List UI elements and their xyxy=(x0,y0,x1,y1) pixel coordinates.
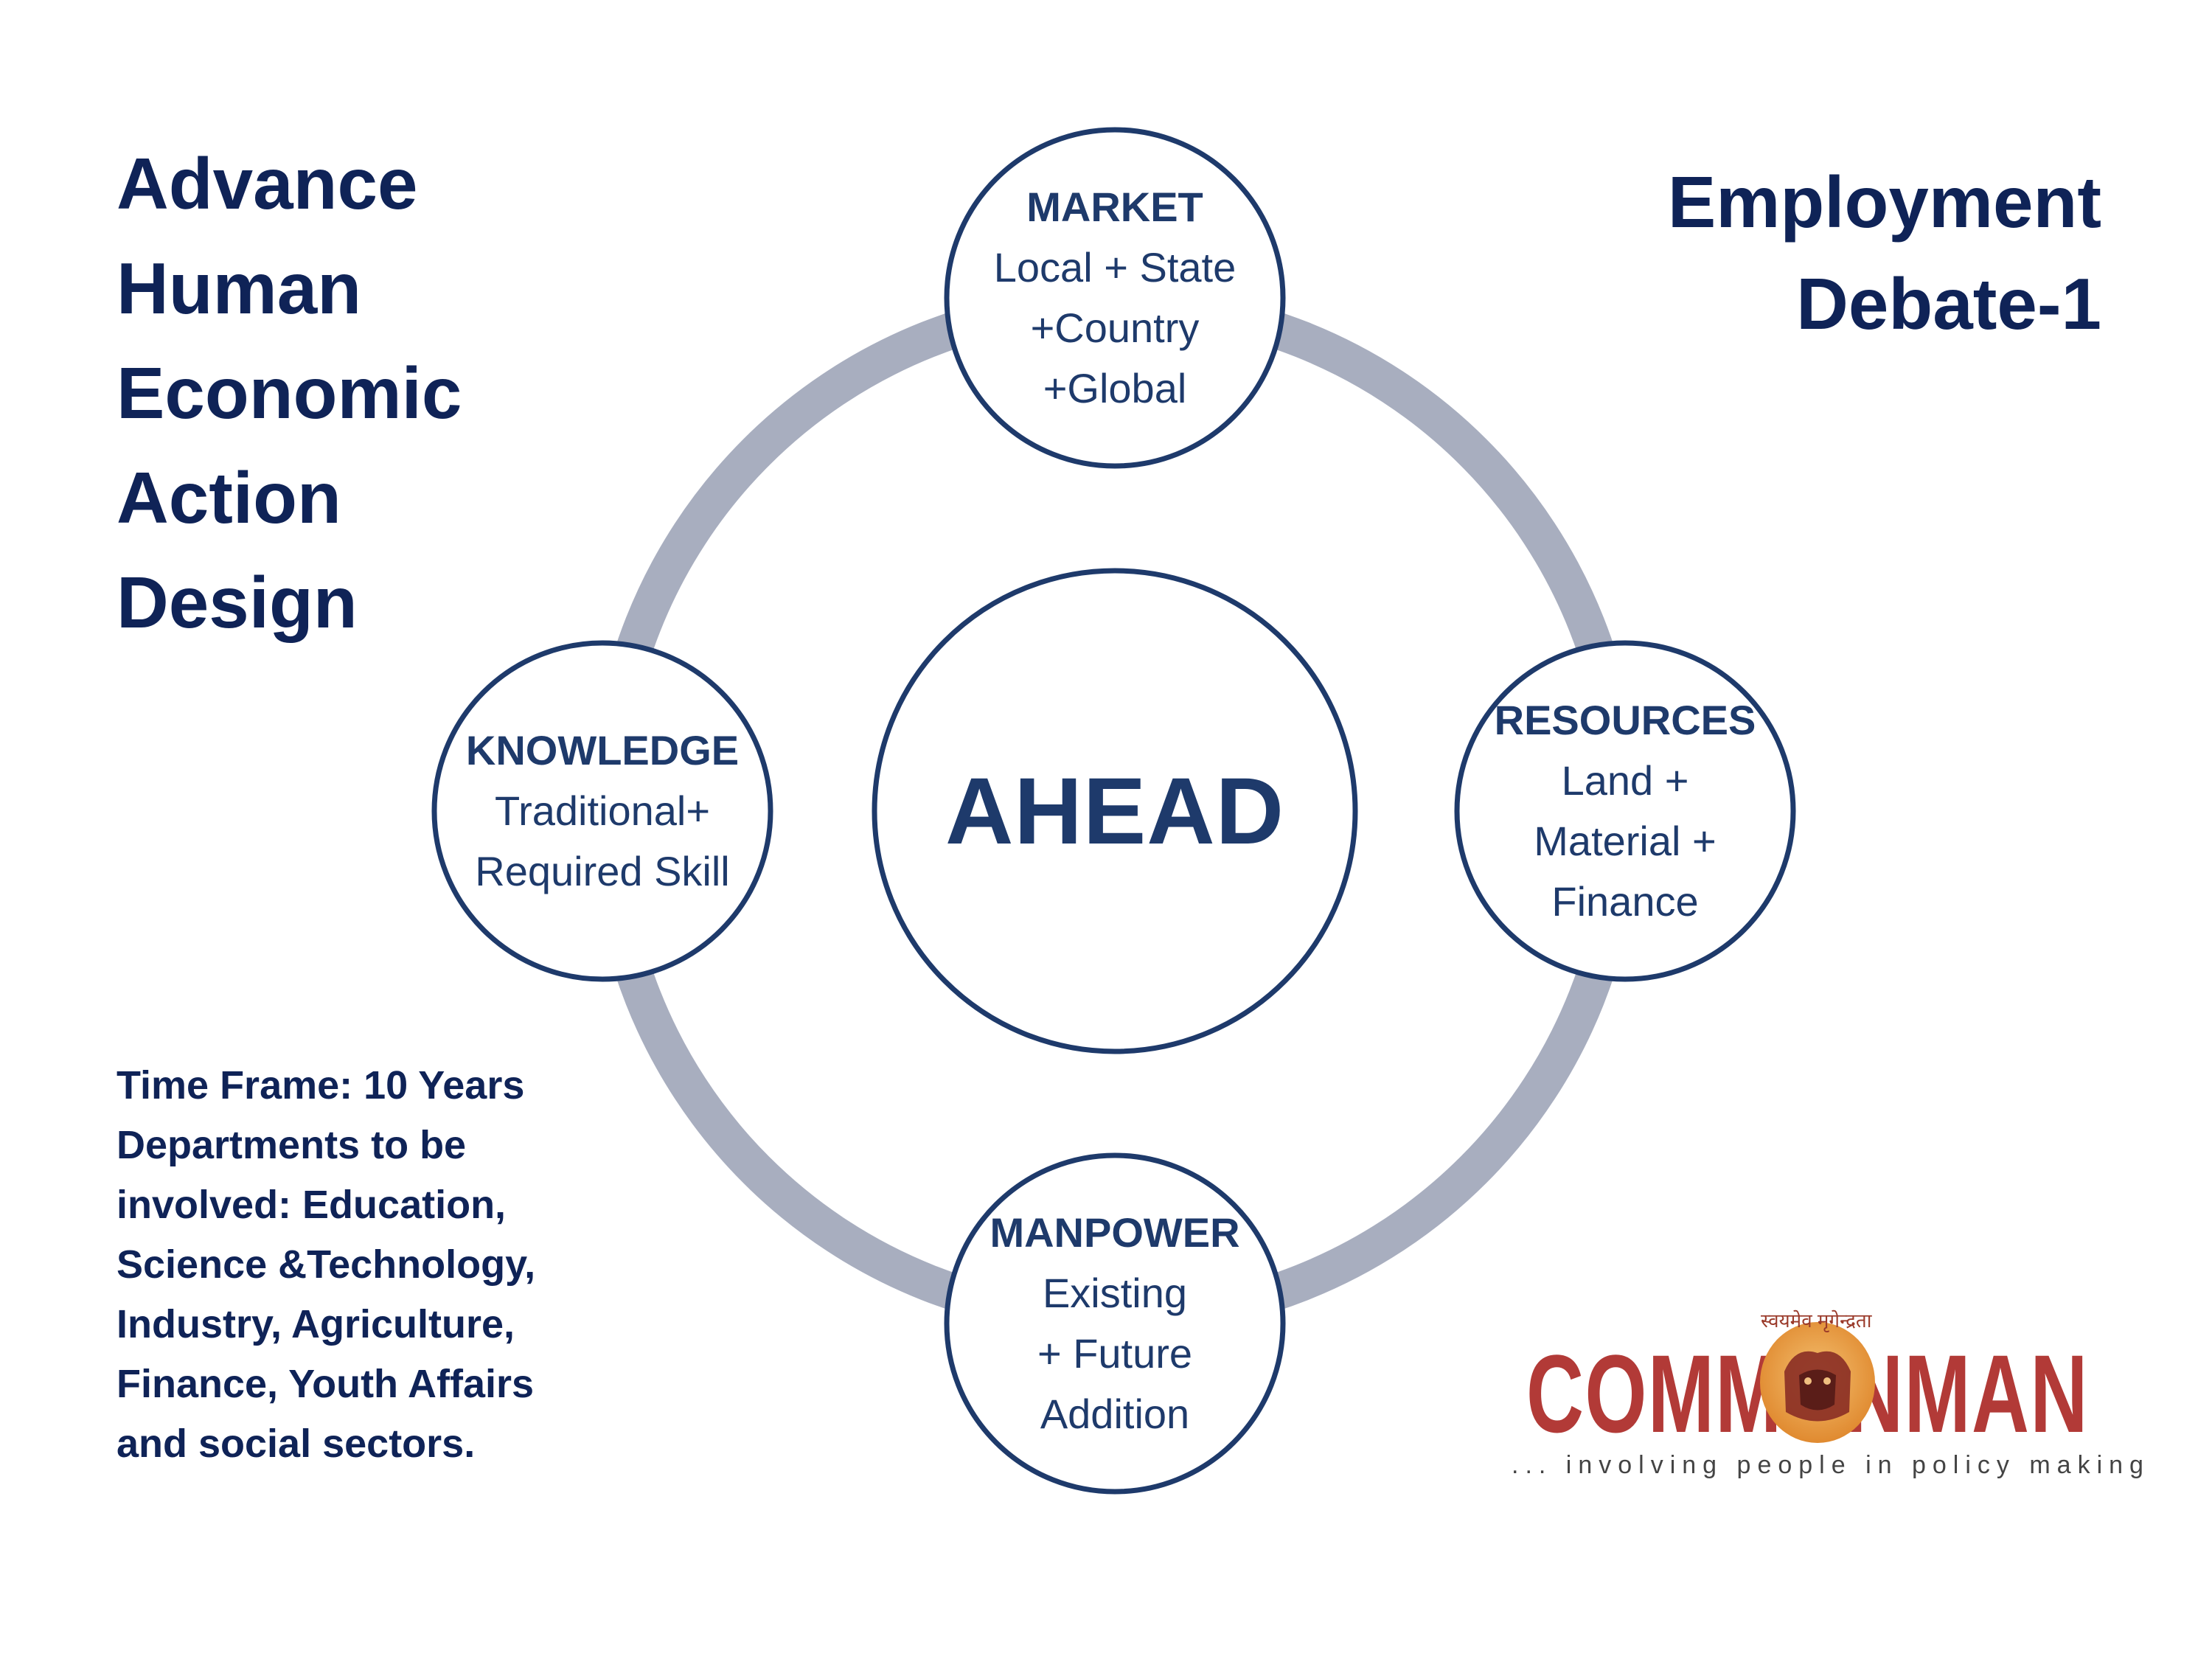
knowledge-node: KNOWLEDGE Traditional+ Required Skill xyxy=(434,643,771,979)
info-line: and social sectors. xyxy=(116,1422,476,1466)
resources-node: RESOURCES Land + Material + Finance xyxy=(1457,643,1793,979)
resources-line: Land + xyxy=(1561,757,1689,804)
manpower-circle xyxy=(944,1152,1286,1495)
debate-title-line: Employment xyxy=(1667,161,2101,243)
debate-title-line: Debate-1 xyxy=(1796,263,2101,344)
center-label: AHEAD xyxy=(945,758,1285,864)
info-line: involved: Education, xyxy=(116,1183,507,1227)
title-line: Action xyxy=(116,457,341,538)
market-line: Local + State xyxy=(993,244,1237,291)
market-node: MARKET Local + State +Country +Global xyxy=(947,130,1283,466)
market-circle xyxy=(944,127,1286,469)
market-line: +Global xyxy=(1043,365,1187,411)
manpower-line: Existing xyxy=(1042,1270,1188,1316)
lion-emblem-icon xyxy=(1760,1322,1875,1443)
manpower-line: + Future xyxy=(1037,1330,1193,1377)
info-line: Industry, Agriculture, xyxy=(116,1302,515,1346)
debate-title: Employment Debate-1 xyxy=(1668,151,2101,355)
knowledge-line: Required Skill xyxy=(475,848,730,894)
manpower-heading: MANPOWER xyxy=(990,1209,1240,1256)
market-heading: MARKET xyxy=(1026,184,1203,230)
info-line: Departments to be xyxy=(116,1123,467,1167)
manpower-line: Addition xyxy=(1040,1391,1190,1437)
diagram-title: Advance Human Economic Action Design xyxy=(116,131,462,655)
info-block: Time Frame: 10 Years Departments to be i… xyxy=(116,1056,535,1474)
resources-line: Finance xyxy=(1551,878,1699,925)
manpower-node: MANPOWER Existing + Future Addition xyxy=(947,1155,1283,1492)
knowledge-circle xyxy=(431,640,773,982)
title-line: Economic xyxy=(116,352,462,434)
title-line: Design xyxy=(116,562,358,643)
commonman-logo: COMMONMAN xyxy=(1504,1283,2131,1497)
resources-circle xyxy=(1454,640,1796,982)
center-node: AHEAD xyxy=(874,571,1355,1051)
title-line: Human xyxy=(116,248,362,329)
info-line: Time Frame: 10 Years xyxy=(116,1063,525,1107)
knowledge-heading: KNOWLEDGE xyxy=(465,727,740,773)
title-line: Advance xyxy=(116,143,418,224)
resources-line: Material + xyxy=(1534,818,1717,864)
market-line: +Country xyxy=(1030,305,1200,351)
center-circle xyxy=(872,568,1358,1054)
logo-script: स्वयमेव मृगेन्द्रता xyxy=(1761,1310,1872,1332)
resources-heading: RESOURCES xyxy=(1494,697,1756,743)
knowledge-line: Traditional+ xyxy=(494,787,711,834)
info-line: Science &Technology, xyxy=(116,1242,536,1287)
logo-tagline: ... involving people in policy making xyxy=(1512,1451,2150,1479)
info-line: Finance, Youth Affairs xyxy=(116,1362,535,1406)
